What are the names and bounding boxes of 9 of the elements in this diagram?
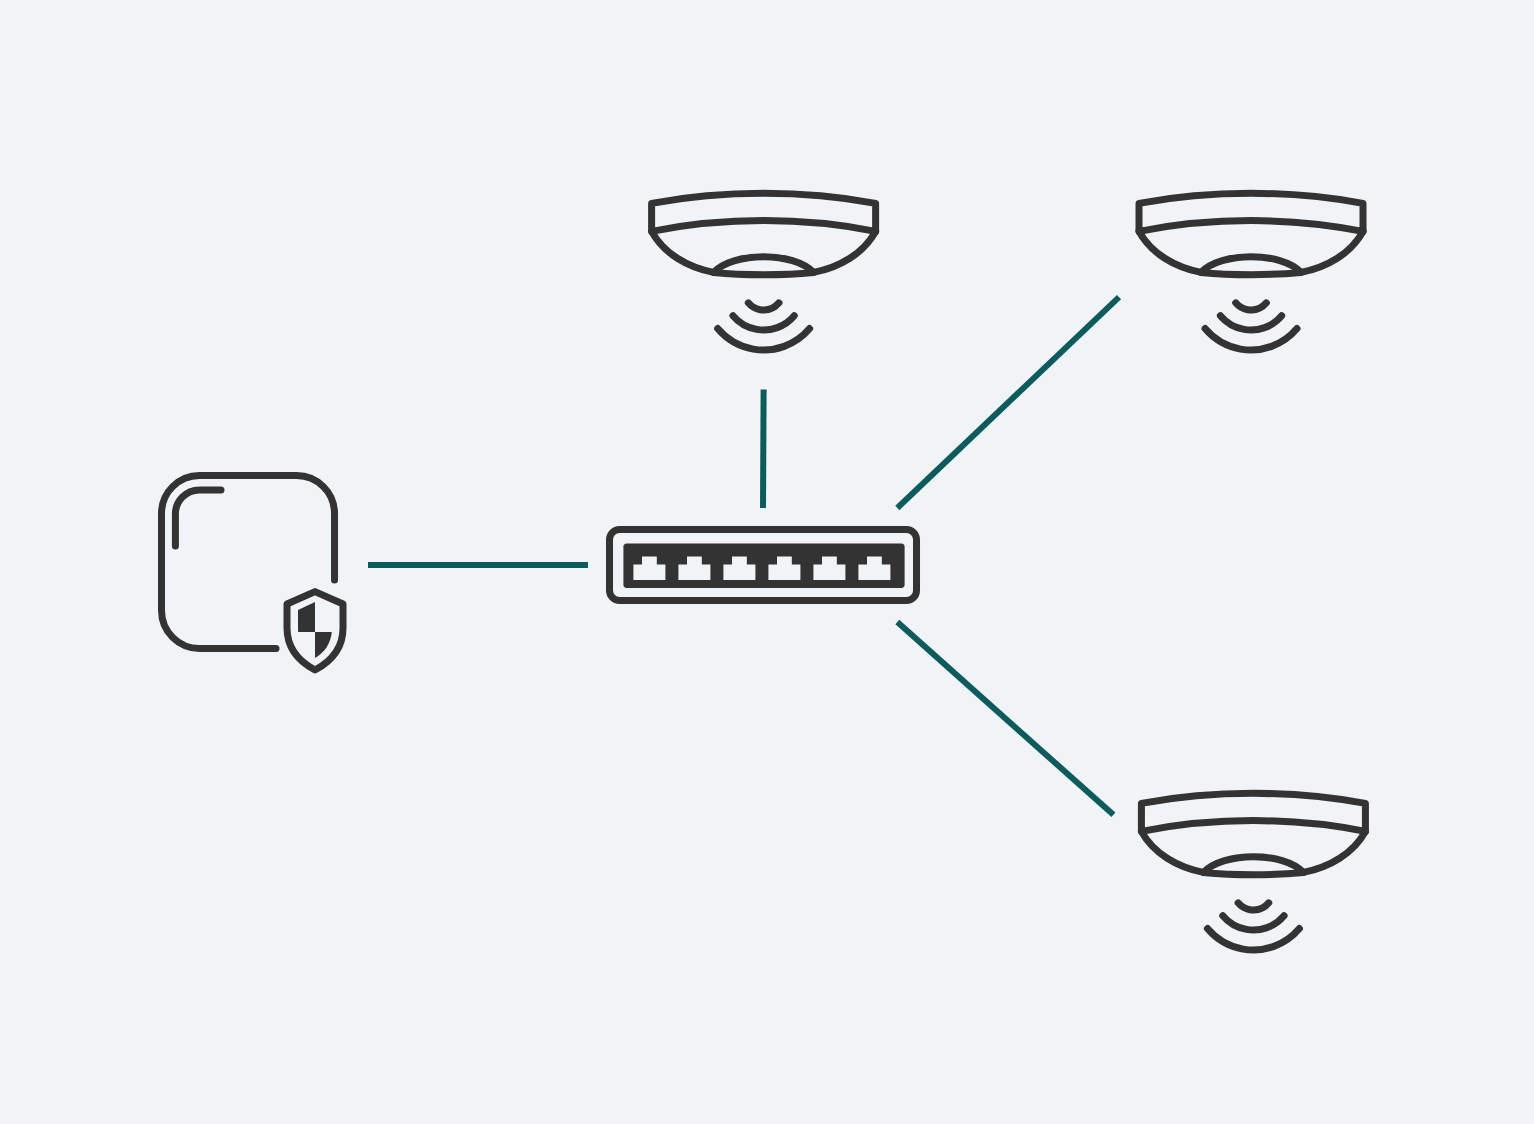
connector-line [368, 562, 588, 568]
connector-line [760, 389, 767, 509]
network-switch [606, 526, 920, 604]
connector-line [895, 294, 1122, 511]
wireless-access-point [648, 189, 880, 354]
wireless-access-point [1137, 789, 1369, 954]
connector-line [895, 619, 1116, 818]
wireless-access-point [1135, 189, 1367, 354]
gateway-with-shield [158, 472, 347, 674]
